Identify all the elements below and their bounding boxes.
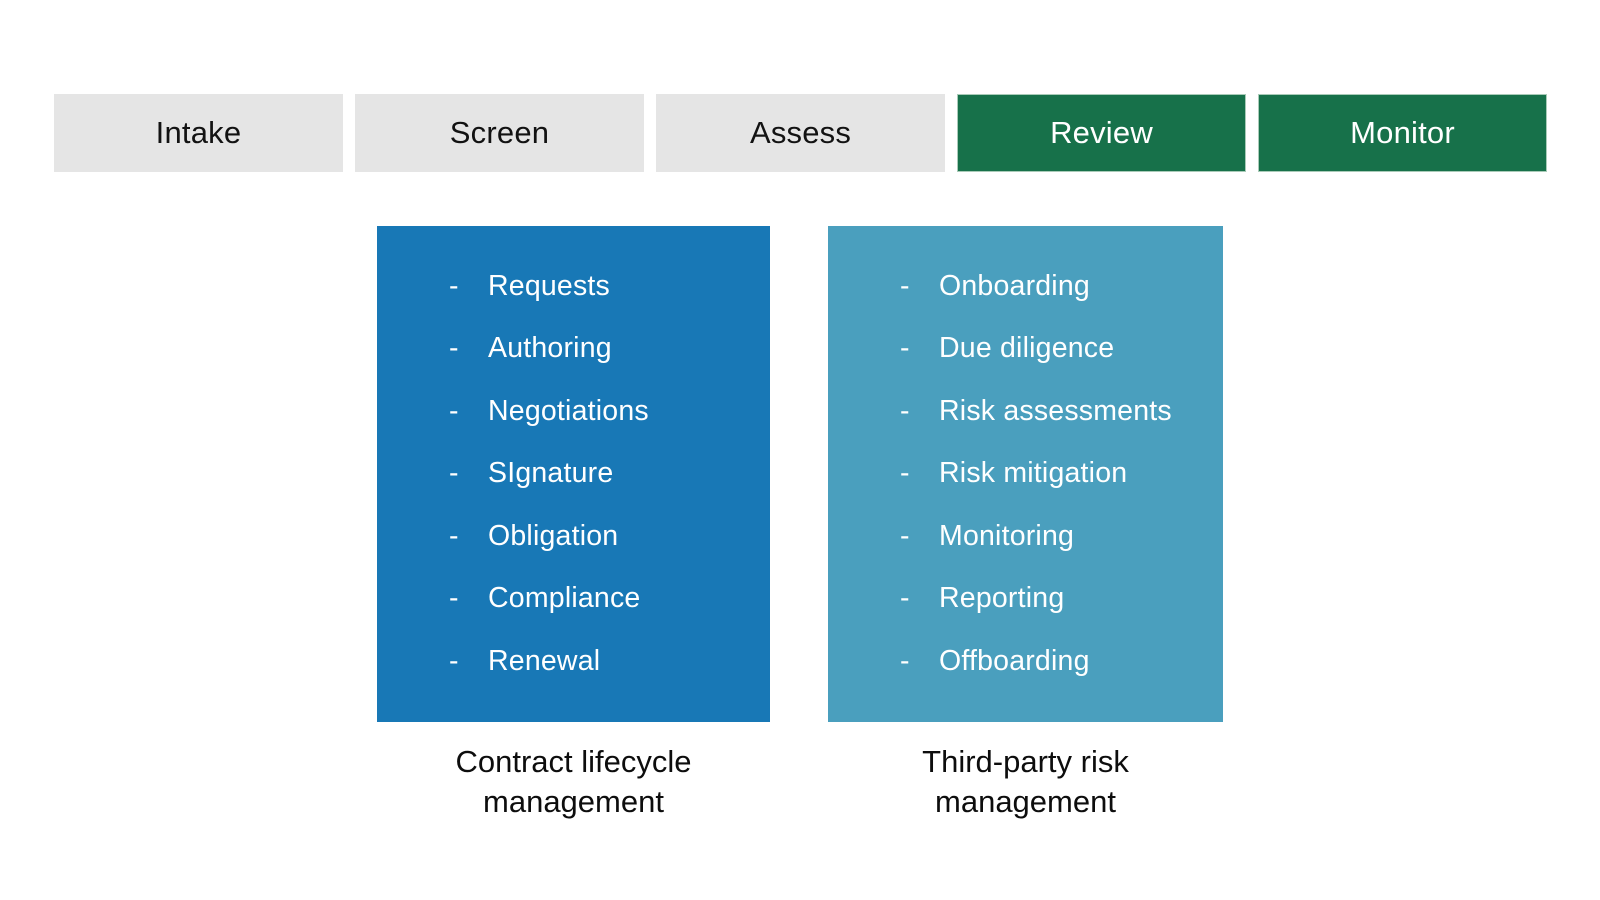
list-item-label: Risk assessments [939,394,1172,427]
dash-bullet: - [449,519,459,552]
list-item: - Offboarding [828,630,1223,693]
dash-bullet: - [449,332,459,365]
list-item-label: Onboarding [939,269,1090,302]
stage-intake[interactable]: Intake [54,94,343,172]
dash-bullet: - [449,644,459,677]
list-item: - Authoring [377,318,770,381]
dash-bullet: - [900,394,910,427]
list-item: - Onboarding [828,255,1223,318]
stage-review[interactable]: Review [957,94,1246,172]
panel-third-party-risk: - Onboarding - Due diligence - Risk asse… [828,226,1223,722]
dash-bullet: - [449,394,459,427]
list-item-label: Renewal [488,644,601,677]
list-item-label: SIgnature [488,457,614,490]
dash-bullet: - [900,457,910,490]
list-item: - Compliance [377,568,770,631]
caption-contract-lifecycle: Contract lifecycle management [377,742,770,822]
list-item-label: Offboarding [939,644,1090,677]
dash-bullet: - [900,644,910,677]
dash-bullet: - [900,519,910,552]
list-item: - Monitoring [828,505,1223,568]
list-item: - Requests [377,255,770,318]
list-item-label: Monitoring [939,519,1075,552]
list-item-label: Due diligence [939,332,1115,365]
panel-contract-lifecycle: - Requests - Authoring - Negotiations - … [377,226,770,722]
caption-text: Third-party risk management [922,744,1129,819]
list-item-label: Requests [488,269,611,302]
dash-bullet: - [449,457,459,490]
list-item-label: Risk mitigation [939,457,1128,490]
list-item: - SIgnature [377,443,770,506]
list-item: - Due diligence [828,318,1223,381]
list-item-label: Obligation [488,519,619,552]
caption-text: Contract lifecycle management [455,744,692,819]
stage-row: Intake Screen Assess Review Monitor [54,94,1547,172]
list-item: - Reporting [828,568,1223,631]
caption-third-party-risk: Third-party risk management [828,742,1223,822]
list-item: - Renewal [377,630,770,693]
dash-bullet: - [900,582,910,615]
list-item-label: Authoring [488,332,612,365]
stage-monitor[interactable]: Monitor [1258,94,1547,172]
list-item: - Risk mitigation [828,443,1223,506]
list-item: - Risk assessments [828,380,1223,443]
dash-bullet: - [900,269,910,302]
stage-screen[interactable]: Screen [355,94,644,172]
list-item-label: Reporting [939,582,1065,615]
list-item: - Obligation [377,505,770,568]
stage-assess[interactable]: Assess [656,94,945,172]
dash-bullet: - [900,332,910,365]
dash-bullet: - [449,582,459,615]
list-item-label: Negotiations [488,394,649,427]
list-item-label: Compliance [488,582,641,615]
list-item: - Negotiations [377,380,770,443]
dash-bullet: - [449,269,459,302]
